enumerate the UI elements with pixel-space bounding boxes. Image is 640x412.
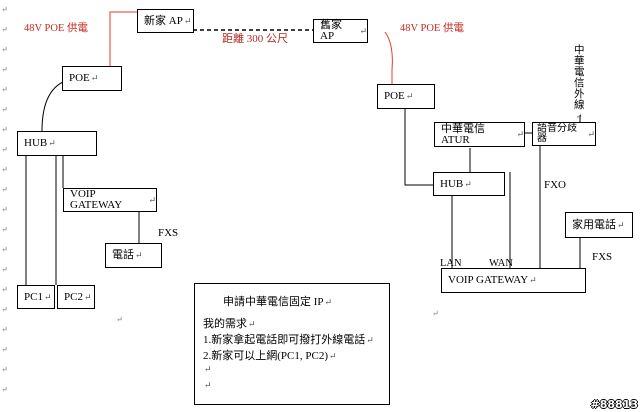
- node-phone-left-label: 電話: [112, 249, 134, 261]
- node-hub-left: HUB↵: [17, 131, 97, 156]
- node-new-ap: 新家 AP↵: [137, 9, 194, 33]
- node-splitter-label: 語音分歧器: [537, 123, 577, 144]
- note-title: 申請中華電信固定 IP↵: [223, 296, 333, 308]
- paragraph-mark: ↵: [116, 315, 123, 324]
- node-hub-right-label: HUB: [440, 177, 464, 190]
- node-atur: 中華電信 ATUR↵: [434, 122, 525, 147]
- poe-cable-left: [109, 11, 137, 69]
- node-voip-gateway-left: VOIP GATEWAY↵: [63, 188, 157, 212]
- fxs-label-right: FXS: [592, 251, 613, 263]
- fxs-label-left: FXS: [158, 227, 179, 239]
- node-old-ap: 舊家 AP↵: [313, 19, 368, 43]
- wan-port-label: WAN: [489, 258, 513, 269]
- node-poe-right-label: POE: [384, 90, 405, 102]
- node-poe-left-label: POE: [69, 72, 90, 84]
- node-new-ap-label: 新家 AP: [144, 14, 183, 27]
- node-old-ap-label: 舊家 AP: [320, 19, 342, 42]
- node-voice-splitter: 語音分歧器↵: [532, 122, 596, 146]
- node-voip-right-label: VOIP GATEWAY: [448, 274, 529, 286]
- power-label-right: 48V POE 供電: [400, 23, 464, 34]
- paragraph-marks: ↵ ↵ ↵ ↵ ↵ ↵ ↵ ↵ ↵ ↵ ↵ ↵ ↵ ↵ ↵ ↵ ↵ ↵ ↵ ↵: [1, 5, 8, 394]
- node-phone-left: 電話↵: [105, 243, 162, 268]
- node-voip-gateway-right: VOIP GATEWAY↵: [441, 268, 586, 293]
- node-voip-left-label: VOIP GATEWAY: [70, 188, 123, 211]
- node-pc2: PC2↵: [57, 285, 95, 309]
- note-heading: 我的需求↵: [203, 318, 256, 330]
- node-poe-left: POE↵: [62, 66, 122, 91]
- node-hub-right: HUB↵: [433, 172, 505, 196]
- poe-to-hub-right-line: [404, 108, 433, 186]
- requirements-note: 申請中華電信固定 IP↵ 我的需求↵ 1.新家拿起電話即可撥打外線電話↵ 2.新…: [194, 283, 390, 405]
- node-home-phone-label: 家用電話: [572, 218, 616, 231]
- node-pc1-label: PC1: [24, 290, 43, 303]
- node-pc2-label: PC2: [64, 290, 83, 303]
- outside-line-label: 中華電信外線 ↵: [574, 45, 585, 121]
- note-item-2: 2.新家可以上網(PC1, PC2)↵: [203, 350, 337, 362]
- note-blank-2: ↵: [204, 380, 212, 390]
- node-poe-right: POE↵: [377, 84, 435, 109]
- note-item-1: 1.新家拿起電話即可撥打外線電話↵: [203, 334, 374, 346]
- power-label-left: 48V POE 供電: [24, 23, 88, 34]
- node-atur-label: 中華電信 ATUR: [441, 122, 485, 146]
- distance-label: 距離 300 公尺: [222, 33, 288, 45]
- node-pc1: PC1↵: [17, 285, 55, 309]
- node-hub-left-label: HUB: [24, 137, 48, 149]
- watermark: #88813: [590, 398, 639, 411]
- poe-cable-right: [384, 31, 393, 84]
- fxo-label: FXO: [544, 179, 567, 191]
- paragraph-mark: ↵: [432, 309, 439, 318]
- lan-port-label: LAN: [440, 258, 462, 269]
- note-blank-1: ↵: [204, 364, 212, 374]
- node-home-phone: 家用電話↵: [565, 212, 633, 238]
